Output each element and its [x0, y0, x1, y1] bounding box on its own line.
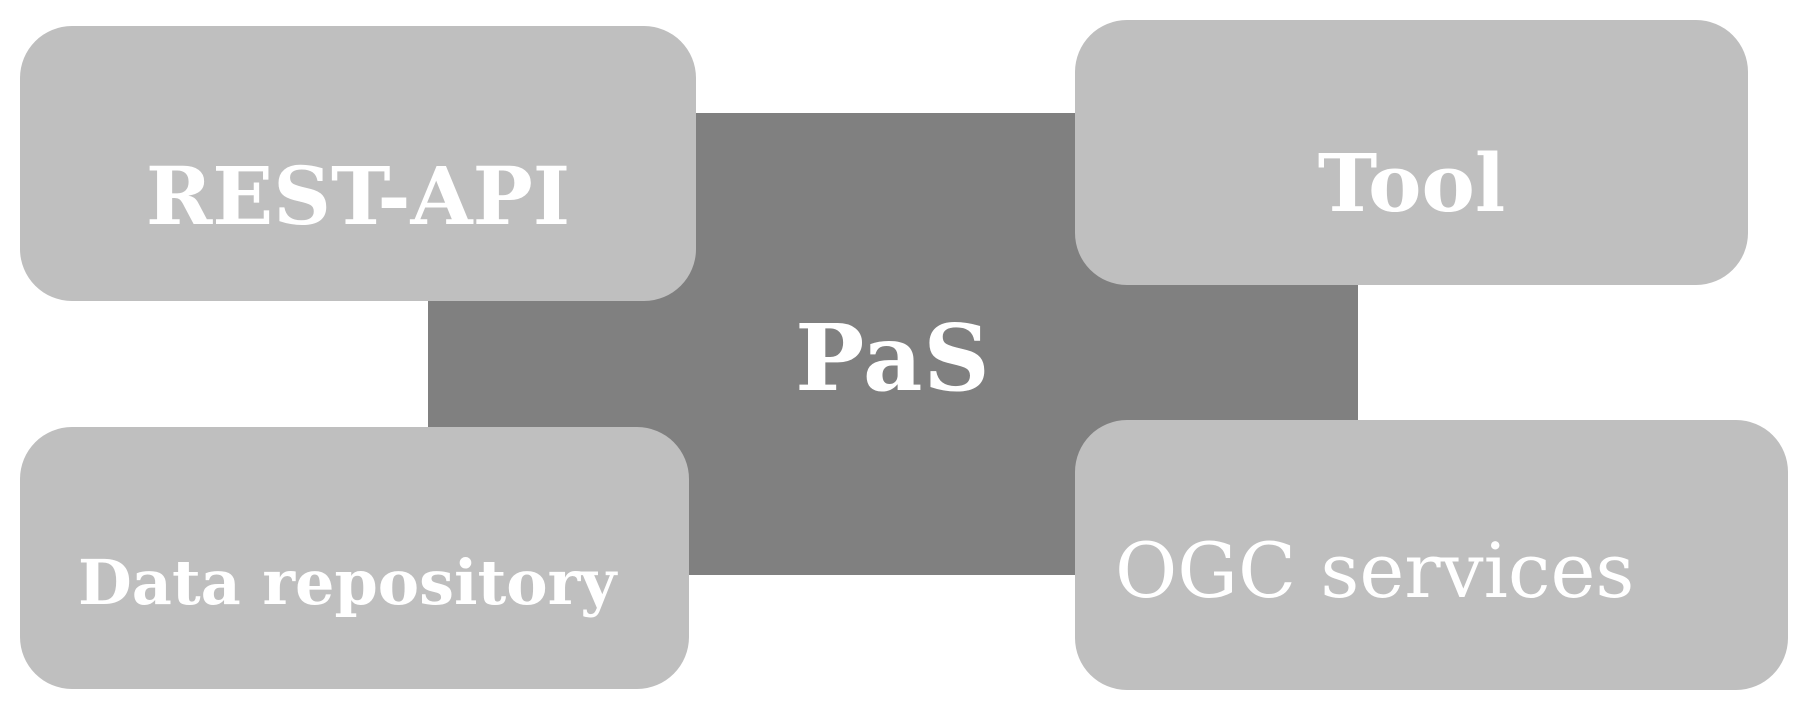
center-node-label: PaS: [795, 304, 991, 412]
node-tool: Tool: [1075, 20, 1748, 285]
node-rest-api: REST-API: [20, 26, 696, 301]
node-data-repository-label: Data repository: [78, 546, 617, 619]
node-tool-label: Tool: [1317, 136, 1506, 230]
node-ogc-services: OGC services: [1075, 420, 1788, 690]
node-data-repository: Data repository: [20, 427, 689, 689]
node-ogc-services-label: OGC services: [1115, 526, 1635, 615]
node-rest-api-label: REST-API: [145, 149, 571, 243]
